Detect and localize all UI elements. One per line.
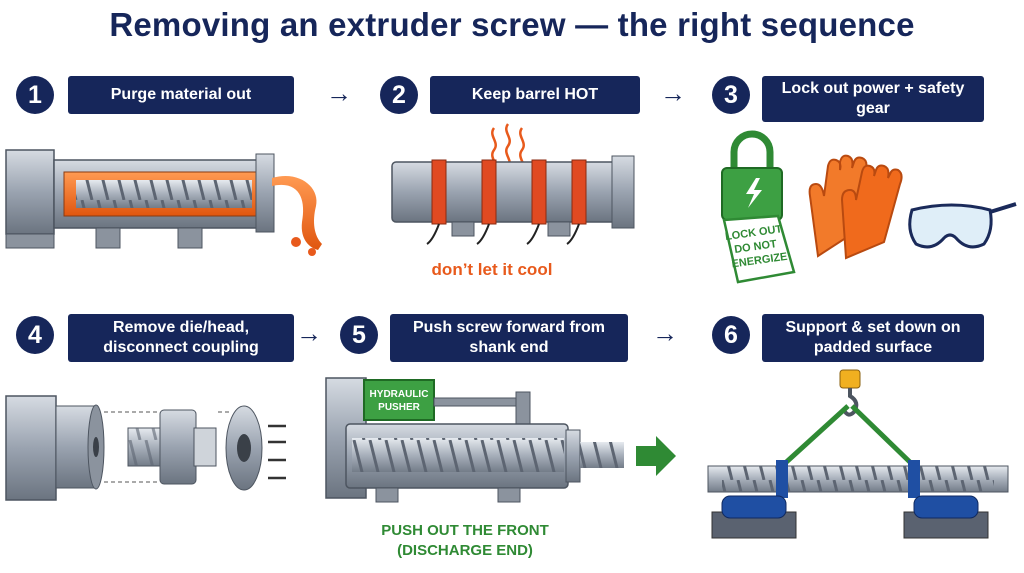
lockout-tag: LOCK OUT DO NOT ENERGIZE xyxy=(724,216,794,282)
pusher-line-1: HYDRAULIC xyxy=(370,389,429,400)
step-2-hot-barrel-illustration xyxy=(392,124,634,244)
safety-goggles-icon xyxy=(910,204,1016,247)
step-5-pusher-illustration: HYDRAULIC PUSHER xyxy=(326,378,676,502)
gloves-icon xyxy=(810,156,902,258)
step-5-caption-line-1: PUSH OUT THE FRONT xyxy=(340,522,590,539)
step-5-caption-line-2: (DISCHARGE END) xyxy=(340,542,590,559)
step-6-lift-illustration xyxy=(708,370,1008,538)
bolts xyxy=(268,426,286,478)
pusher-line-2: PUSHER xyxy=(378,402,420,413)
step-1-barrel-illustration xyxy=(6,150,322,256)
step-4-exploded-illustration xyxy=(6,396,286,500)
step-2-caption: don’t let it cool xyxy=(392,260,592,280)
